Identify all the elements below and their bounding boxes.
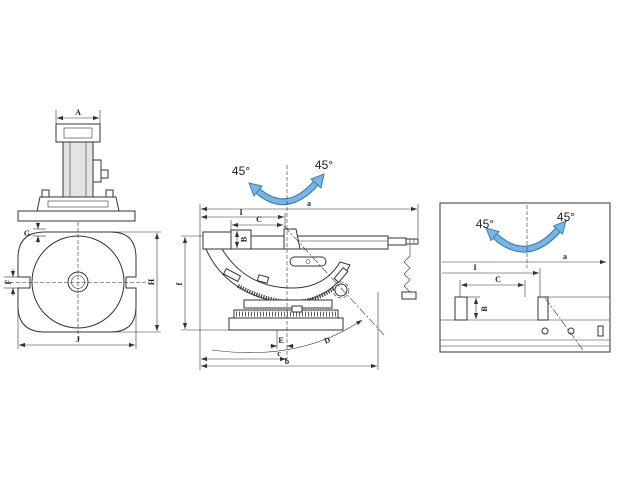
tilt-gear-teeth [332,281,350,299]
cradle-slot [289,256,327,267]
base-plate [228,317,344,331]
dimension-label-B: B [480,306,489,312]
dimension-label-E: E [278,336,283,345]
detail-frame [439,202,611,353]
dimension-label-c: c [277,349,281,358]
lead-screw [387,237,407,246]
dimension-label-I: I [473,263,476,272]
dimension-H: H [112,231,161,333]
cradle-marker [256,274,270,284]
dimension-F: F [4,269,18,296]
tilt-arrowhead-right [552,220,567,235]
jaw-plate [454,296,468,321]
bolt-hole [541,327,549,335]
dimension-A: A [55,108,101,124]
tilt-angle-right: 45° [557,210,575,224]
tilt-double-arrow-icon [248,173,325,206]
jaw-column [62,141,94,199]
tilt-angle-left: 45° [232,164,250,178]
dimension-J: J [17,308,137,349]
movable-jaw [283,228,301,250]
bolt-head-left [41,189,50,198]
dimension-label-C: C [256,215,262,224]
screw-housing [92,159,102,183]
jaw-head [55,123,101,143]
fixed-jaw-block [202,231,232,250]
screw-end [100,169,109,179]
bolt-head-right [105,189,114,198]
dimension-label-I: I [239,208,242,217]
crank-handle [403,245,411,293]
swivel-body [36,196,120,212]
tilt-axis-line [283,225,386,337]
dimension-label-a: a [307,199,311,208]
jaw-head-inset [63,127,93,139]
dimension-label-B: B [240,236,249,242]
slot-bolt [305,259,311,264]
side-elevation-view: 45° 45° [175,158,419,370]
plan-view: G F H J [4,222,161,349]
dimension-label-b: b [285,357,290,366]
dimension-label-F: F [4,279,13,284]
tilt-axis-line [544,297,584,351]
dimension-label-A: A [75,108,81,117]
dimension-a: a [442,252,606,265]
dimension-C: C [230,215,283,230]
tilting-cradle [205,248,351,303]
dimension-c: c [201,349,286,362]
dimension-C: C [459,275,526,297]
cradle-support [243,299,333,309]
dimension-label-J: J [76,335,80,344]
dimension-label-C: C [495,275,501,284]
dimension-I: I [442,263,541,297]
tilt-gear-knob [334,283,348,297]
dimension-label-D: D [323,335,332,346]
dimension-arc [211,319,363,353]
tilt-arrowhead-right [310,173,325,189]
angle-scale-left [222,267,242,283]
dimension-D: D [211,319,363,353]
swivel-body-inset [47,200,109,208]
dimension-E: E [270,330,294,349]
dimension-B: B [467,296,489,319]
turntable-pointer [291,305,303,313]
slot [597,325,604,337]
turntable-ring [233,309,339,319]
tilt-angle-left: 45° [476,217,494,231]
dimension-I: I [201,208,286,228]
dimension-B: B [234,231,249,248]
dimension-a: a [199,199,419,370]
dimension-label-f: f [175,282,184,285]
dimension-label-H: H [147,278,156,285]
base-flange [17,210,136,222]
front-elevation-view: A [17,108,136,222]
lead-screw-end [405,238,419,245]
tilt-arrowhead-left [485,227,500,242]
angle-scale-right [333,267,349,283]
dimension-f: f [175,235,229,331]
tilt-angle-right: 45° [315,158,333,172]
dimension-G: G [24,222,46,243]
crank-knob [401,291,417,300]
dimension-label-a: a [563,252,567,261]
detail-view: 45° 45° a I C [439,202,611,353]
movable-jaw [537,296,549,321]
dimension-label-G: G [24,229,30,238]
tilt-arrowhead-left [248,182,263,197]
dimension-b: b [201,292,379,370]
